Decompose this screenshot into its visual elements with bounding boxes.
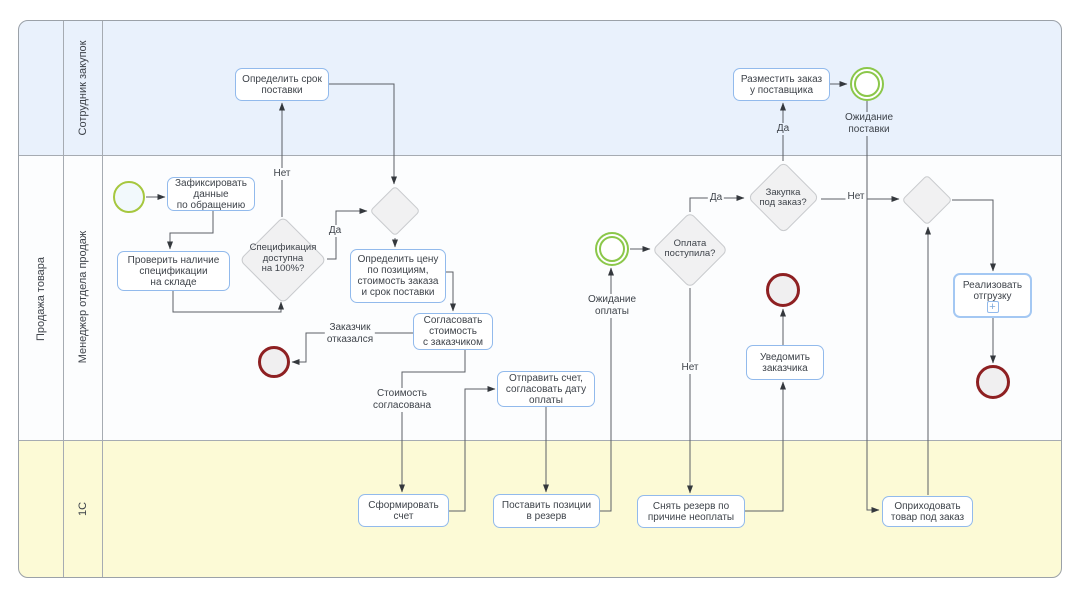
label-no-spec: Нет xyxy=(271,168,293,180)
label-wait-payment: Ожидание оплаты xyxy=(585,294,639,318)
start-event[interactable] xyxy=(113,181,145,213)
task-receive-goods[interactable]: Оприходовать товар под заказ xyxy=(882,496,973,527)
task-notify-customer[interactable]: Уведомить заказчика xyxy=(746,345,824,380)
flow-agree-to-invoice xyxy=(399,350,466,493)
end-event-unpaid[interactable] xyxy=(766,273,800,307)
intermediate-event-payment-wait[interactable] xyxy=(595,232,629,266)
gateway-payment-received-label: Оплата поступила? xyxy=(664,237,716,259)
lane-label-divider xyxy=(102,20,103,578)
flow-reserve-to-wait-payment xyxy=(600,267,614,512)
task-record-request-data[interactable]: Зафиксировать данные по обращению xyxy=(167,177,255,211)
task-check-spec-availability[interactable]: Проверить наличие спецификации на складе xyxy=(117,251,230,291)
label-yes-payment: Да xyxy=(707,192,725,204)
label-yes-spec: Да xyxy=(326,225,344,237)
lane-divider-2 xyxy=(18,440,1062,441)
label-customer-refused: Заказчик отказался xyxy=(324,322,376,346)
label-no-purchase: Нет xyxy=(845,191,867,203)
flow-invoice-to-send xyxy=(448,386,496,512)
end-event-final[interactable] xyxy=(976,365,1010,399)
pool-title-divider xyxy=(63,20,64,578)
flow-unreserve-to-notify xyxy=(744,381,786,512)
task-reserve-items[interactable]: Поставить позиции в резерв xyxy=(493,494,600,528)
task-determine-delivery-time[interactable]: Определить срок поставки xyxy=(235,68,329,101)
label-cost-agreed: Стоимость согласована xyxy=(370,388,434,412)
flow-merge2-to-ship xyxy=(952,199,996,272)
subprocess-plus-icon[interactable]: + xyxy=(986,301,999,313)
task-determine-price[interactable]: Определить цену по позициям, стоимость з… xyxy=(350,249,446,303)
label-no-payment: Нет xyxy=(679,362,701,374)
flow-delivery-time-to-merge xyxy=(329,83,397,185)
task-execute-shipment[interactable]: Реализовать отгрузку + xyxy=(953,273,1032,318)
gateway-spec-available-label: Спецификация доступна на 100%? xyxy=(249,242,317,275)
flow-payment-yes xyxy=(689,195,745,212)
task-send-invoice[interactable]: Отправить счет, согласовать дату оплаты xyxy=(497,371,595,407)
label-yes-purchase: Да xyxy=(774,123,792,135)
task-remove-reserve[interactable]: Снять резерв по причине неоплаты xyxy=(637,495,745,528)
flow-check-to-spec-gateway xyxy=(172,291,284,313)
task-agree-cost[interactable]: Согласовать стоимость с заказчиком xyxy=(413,313,493,350)
flow-record-to-check xyxy=(167,210,214,250)
gateway-purchase-to-order-label: Закупка под заказ? xyxy=(759,186,807,208)
flow-price-to-agree xyxy=(445,271,456,312)
task-execute-shipment-label: Реализовать отгрузку xyxy=(962,280,1023,302)
task-place-supplier-order[interactable]: Разместить заказ у поставщика xyxy=(733,68,830,101)
label-wait-delivery: Ожидание поставки xyxy=(842,112,896,136)
flow-wait-delivery-to-receive xyxy=(866,101,880,513)
task-create-invoice[interactable]: Сформировать счет xyxy=(358,494,449,527)
lane-divider-1 xyxy=(18,155,1062,156)
end-event-customer-refused[interactable] xyxy=(258,346,290,378)
intermediate-event-delivery-wait[interactable] xyxy=(850,67,884,101)
